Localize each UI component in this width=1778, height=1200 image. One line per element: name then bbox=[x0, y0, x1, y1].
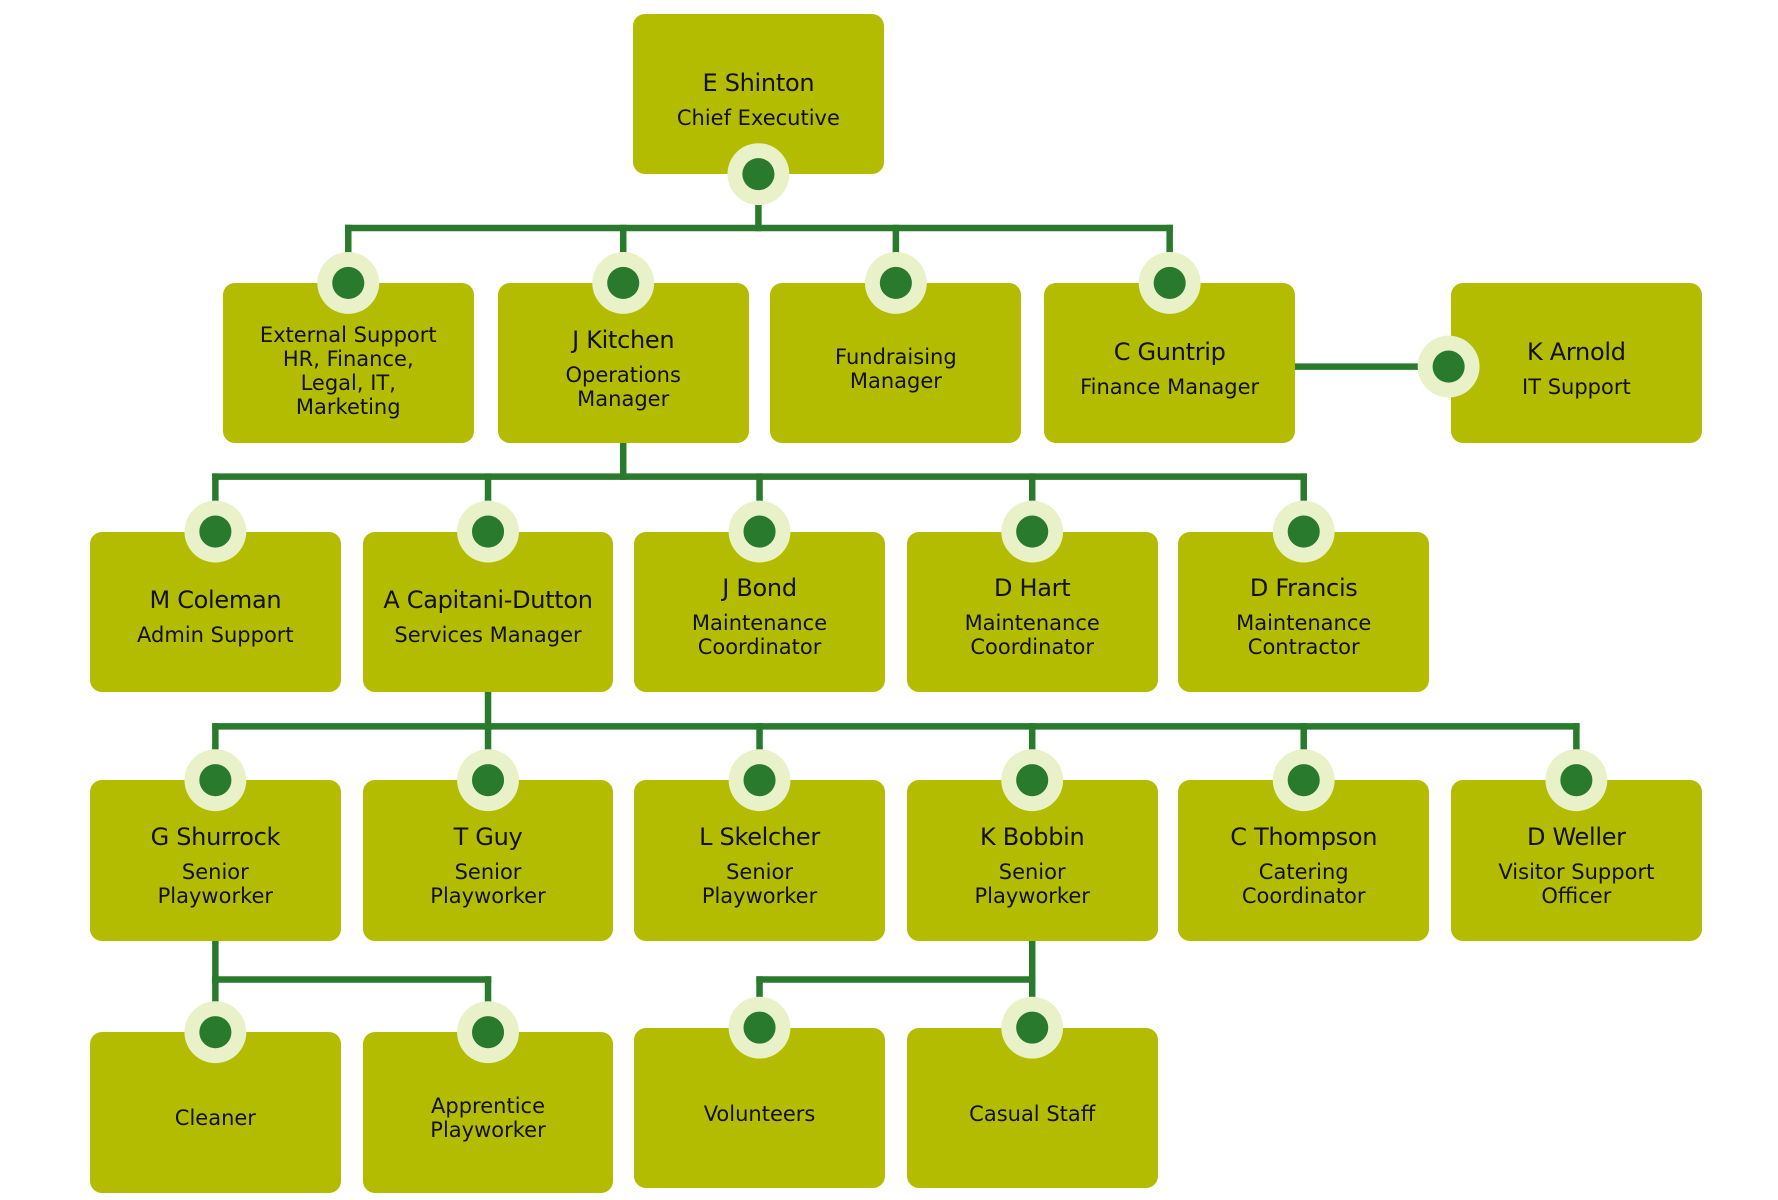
node-role: Finance Manager bbox=[1080, 374, 1260, 399]
node-name: C Thompson bbox=[1230, 822, 1378, 851]
node-name: J Kitchen bbox=[572, 325, 675, 354]
connector-dot-acd bbox=[457, 500, 519, 563]
node-role: Playworker bbox=[430, 883, 546, 908]
node-label: Volunteers bbox=[703, 1101, 816, 1126]
node-role: Coordinator bbox=[697, 635, 822, 660]
connector-dot-df bbox=[1272, 500, 1335, 563]
node-name: E Shinton bbox=[702, 68, 815, 97]
node-role: Coordinator bbox=[970, 635, 1095, 660]
node-name: J Bond bbox=[722, 574, 797, 603]
node-role: Officer bbox=[1541, 883, 1612, 908]
node-role: Maintenance bbox=[1236, 611, 1372, 636]
node-role: Contractor bbox=[1247, 635, 1360, 660]
node-label: Apprentice bbox=[431, 1094, 545, 1119]
node-role: Catering bbox=[1258, 859, 1349, 884]
node-role: Manager bbox=[577, 386, 670, 411]
node-name: T Guy bbox=[453, 822, 523, 851]
connector-dot-cg bbox=[1138, 252, 1201, 314]
node-role: Chief Executive bbox=[676, 105, 840, 130]
node-name: D Hart bbox=[994, 574, 1071, 603]
node-label: Manager bbox=[849, 368, 942, 393]
node-label: Legal, IT, bbox=[300, 371, 396, 396]
node-role: Maintenance bbox=[964, 611, 1100, 636]
connector-dot-ceo bbox=[727, 143, 790, 206]
node-name: L Skelcher bbox=[699, 822, 820, 851]
connector-dot-mc bbox=[184, 500, 247, 563]
node-role: Maintenance bbox=[691, 611, 828, 636]
node-role: Senior bbox=[726, 859, 793, 884]
node-role: Senior bbox=[181, 859, 249, 884]
connector-dot-tg bbox=[457, 749, 519, 812]
node-name: A Capitani-Dutton bbox=[383, 586, 593, 615]
connector-dot-fund bbox=[864, 252, 927, 314]
node-label: Fundraising bbox=[835, 344, 957, 369]
node-name: K Bobbin bbox=[979, 822, 1085, 851]
node-role: Senior bbox=[454, 859, 522, 884]
node-name: K Arnold bbox=[1527, 337, 1626, 366]
connector-dot-dw bbox=[1545, 749, 1608, 812]
node-role: Playworker bbox=[157, 883, 274, 908]
connector-dot-kb bbox=[1001, 749, 1064, 812]
connector-dot-vol bbox=[728, 996, 791, 1059]
connector-dot-ka bbox=[1417, 335, 1480, 398]
connector-dot-dh bbox=[1001, 500, 1064, 563]
node-name: C Guntrip bbox=[1113, 337, 1226, 366]
node-role: Playworker bbox=[974, 883, 1090, 908]
node-name: G Shurrock bbox=[150, 822, 281, 851]
node-name: D Francis bbox=[1249, 574, 1358, 603]
node-role: Coordinator bbox=[1241, 883, 1366, 908]
node-name: M Coleman bbox=[149, 586, 282, 615]
connector-dot-cl bbox=[184, 1001, 247, 1064]
node-role: Operations bbox=[565, 362, 681, 387]
node-label: Casual Staff bbox=[969, 1101, 1096, 1126]
node-label: Marketing bbox=[295, 395, 401, 420]
connector-dot-jb bbox=[728, 500, 791, 563]
node-role: Admin Support bbox=[137, 623, 294, 648]
node-label: Playworker bbox=[430, 1118, 546, 1143]
connector-dot-jk bbox=[592, 252, 655, 314]
connector-dot-ct bbox=[1272, 749, 1335, 812]
org-node-ka: K Arnold IT Support bbox=[1450, 282, 1702, 444]
node-name: D Weller bbox=[1526, 822, 1626, 851]
node-role: Services Manager bbox=[394, 623, 582, 648]
connector-dot-ap bbox=[457, 1001, 519, 1064]
node-role: Playworker bbox=[701, 883, 818, 908]
node-role: IT Support bbox=[1522, 374, 1631, 399]
node-label: Cleaner bbox=[174, 1106, 256, 1131]
connector-dot-gs bbox=[184, 749, 247, 812]
node-label: External Support bbox=[259, 323, 437, 348]
node-role: Visitor Support bbox=[1498, 859, 1655, 884]
connector-dot-ext bbox=[317, 252, 380, 314]
connector-dot-cas bbox=[1001, 996, 1064, 1059]
node-role: Senior bbox=[998, 859, 1066, 884]
connector-dot-ls bbox=[728, 749, 791, 812]
node-label: HR, Finance, bbox=[282, 347, 414, 372]
